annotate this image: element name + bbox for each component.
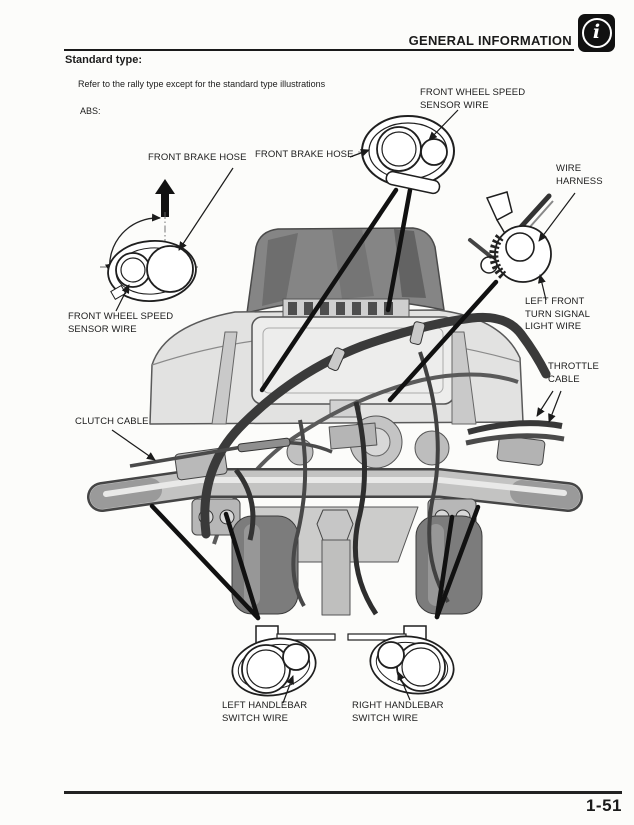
label-left-handlebar-switch-wire: LEFT HANDLEBAR SWITCH WIRE [222,700,308,724]
label-front-brake-hose-left: FRONT BRAKE HOSE [148,152,247,163]
motorcycle-front-view [87,227,583,616]
detail-right-switch-clamp [347,625,455,695]
thick-leader-lines [149,187,499,621]
note-text: Refer to the rally type except for the s… [78,79,326,89]
detail-left-sensor-clamp [100,179,198,302]
label-front-brake-hose-right: FRONT BRAKE HOSE [255,149,354,160]
info-icon-ring: i [581,18,612,48]
info-icon: i [578,14,615,52]
footer-rule [64,791,622,794]
page-header-title: GENERAL INFORMATION [408,33,572,48]
page-number: 1-51 [585,796,622,815]
label-clutch-cable: CLUTCH CABLE [75,416,149,427]
info-icon-letter: i [592,20,601,43]
label-right-handlebar-switch-wire: RIGHT HANDLEBAR SWITCH WIRE [352,700,444,724]
label-front-wheel-speed-sensor-wire-top: FRONT WHEEL SPEED SENSOR WIRE [420,87,526,111]
header-rule [64,49,574,51]
detail-left-switch-clamp [231,625,336,697]
detail-wire-harness-clamp [468,191,554,283]
abs-label: ABS: [80,106,101,116]
label-throttle-cable: THROTTLE CABLE [548,361,599,385]
detail-top-hose-clamp [358,115,455,195]
callout-arrows [111,109,576,704]
label-wire-harness: WIRE HARNESS [556,163,603,187]
label-left-front-turn-signal-light-wire: LEFT FRONT TURN SIGNAL LIGHT WIRE [525,296,590,332]
label-front-wheel-speed-sensor-wire-left: FRONT WHEEL SPEED SENSOR WIRE [68,311,174,335]
section-title: Standard type: [65,54,143,66]
